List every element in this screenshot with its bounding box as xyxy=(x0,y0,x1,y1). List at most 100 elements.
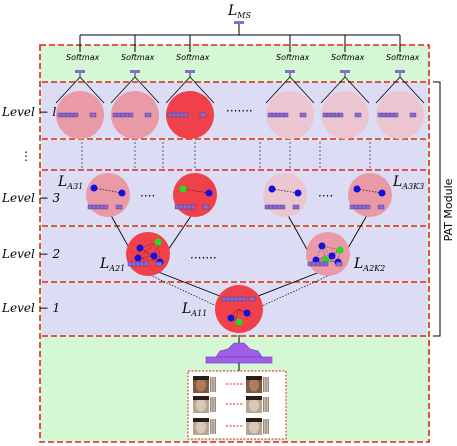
node-link xyxy=(137,241,159,259)
keypoint-blue xyxy=(294,189,302,197)
keypoint-blue xyxy=(136,244,144,252)
vertical-dots: ⋮ xyxy=(20,149,32,163)
face-thumb-hair xyxy=(193,376,209,380)
feature-cell xyxy=(61,112,67,118)
tree-dotted-edges xyxy=(149,274,331,311)
cone-edge xyxy=(55,76,81,104)
feature-cell xyxy=(91,204,97,210)
svg-text:Softmax: Softmax xyxy=(276,53,310,62)
face-thumb-skin xyxy=(249,398,259,412)
level-3-label: Level − 3 xyxy=(1,191,60,205)
feature-cell xyxy=(322,112,328,118)
face-strip xyxy=(212,377,214,392)
feature-cell xyxy=(326,112,332,118)
feature-cell xyxy=(280,204,286,210)
feature-cell xyxy=(264,204,270,210)
softmax-labels: Softmax Softmax Softmax Softmax Softmax … xyxy=(66,53,420,62)
keypoint-blue xyxy=(312,256,320,264)
face-strip xyxy=(263,397,265,412)
node-level-l xyxy=(266,91,314,139)
cone-edge xyxy=(265,76,291,104)
feature-cell xyxy=(357,204,363,210)
feature-cell xyxy=(307,261,313,267)
feature-cell xyxy=(139,261,145,267)
feature-cell xyxy=(115,204,123,210)
feature-cell xyxy=(275,112,281,118)
cone-edge xyxy=(375,76,401,104)
feature-cell xyxy=(365,204,371,210)
feature-cell xyxy=(131,261,137,267)
feature-cell xyxy=(144,112,152,118)
keypoint-green xyxy=(336,246,344,254)
feature-cell xyxy=(271,112,277,118)
face-strip xyxy=(212,419,214,434)
level-l-ellipsis: ······· xyxy=(226,104,253,118)
softmax-bar xyxy=(185,70,195,73)
feature-cell xyxy=(323,261,329,267)
node-link xyxy=(234,308,240,322)
feature-cell xyxy=(315,261,321,267)
level-2-label: Level − 2 xyxy=(1,247,60,261)
face-thumb-skin xyxy=(249,420,259,434)
svg-text:Softmax: Softmax xyxy=(386,53,420,62)
node-level-l xyxy=(166,91,214,139)
feature-cell xyxy=(57,112,63,118)
softmax-bar xyxy=(395,70,405,73)
feature-cell xyxy=(95,204,101,210)
feature-cell xyxy=(338,112,344,118)
face-thumb-hair xyxy=(193,396,209,400)
node-link xyxy=(271,188,299,194)
feature-cell xyxy=(225,296,231,302)
face-strip xyxy=(267,419,269,434)
label-a31: LA31 xyxy=(57,174,83,191)
face-thumb-skin xyxy=(196,398,206,412)
feature-cell xyxy=(112,112,118,118)
face-thumb-skin xyxy=(196,378,206,392)
level-2-internals xyxy=(127,238,344,267)
feature-cell xyxy=(335,261,343,267)
feature-cell xyxy=(73,112,79,118)
feature-cell xyxy=(143,261,149,267)
node-a21 xyxy=(126,232,170,276)
level-l-nodes xyxy=(56,91,424,139)
face-strip xyxy=(267,377,269,392)
face-thumb-hair xyxy=(246,396,262,400)
feature-cell xyxy=(283,112,289,118)
feature-cell xyxy=(409,112,417,118)
feature-cell xyxy=(241,296,247,302)
node-link xyxy=(182,188,210,194)
feature-cell xyxy=(276,204,282,210)
feature-cell xyxy=(199,112,207,118)
keypoint-green xyxy=(179,185,187,193)
cone-edge xyxy=(79,76,105,104)
level-2-ellipsis: ······· xyxy=(190,251,217,265)
softmax-bar xyxy=(340,70,350,73)
node-a2k xyxy=(306,232,350,276)
node-a3k xyxy=(348,173,392,217)
softmax-bar xyxy=(75,70,85,73)
pat-module-label: PAT Module xyxy=(442,178,455,241)
feature-cell xyxy=(377,112,383,118)
node-link xyxy=(139,247,161,263)
keypoint-green xyxy=(235,318,243,326)
face-strip xyxy=(214,397,216,412)
face-strip xyxy=(265,419,267,434)
face-strip xyxy=(267,397,269,412)
feature-cell xyxy=(233,296,239,302)
feature-cell xyxy=(171,112,177,118)
feature-cell xyxy=(354,112,362,118)
face-thumb-skin xyxy=(249,378,259,392)
keypoint-blue xyxy=(205,189,213,197)
feature-cell xyxy=(349,204,355,210)
softmax-cones xyxy=(55,70,425,104)
feature-cell xyxy=(179,112,185,118)
dotted-verticals xyxy=(81,142,371,168)
face-strip xyxy=(210,419,212,434)
feature-cell xyxy=(174,204,180,210)
face-thumb-hair xyxy=(193,418,209,422)
feature-cell xyxy=(334,112,340,118)
feature-cell xyxy=(89,112,97,118)
top-output-bar xyxy=(234,21,244,24)
keypoint-blue xyxy=(243,309,251,317)
feature-cell xyxy=(190,204,196,210)
